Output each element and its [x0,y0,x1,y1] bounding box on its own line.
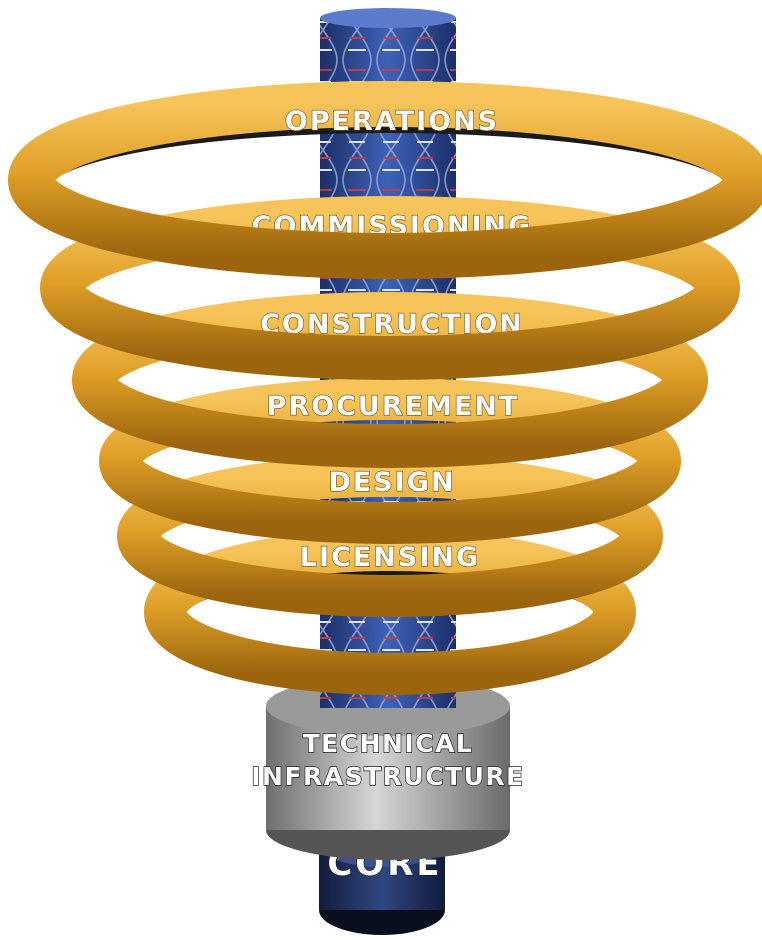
ring-procurement-label: PROCUREMENT [267,391,520,422]
ring-licensing: LICENSING [144,529,636,695]
column-top-face [320,8,456,28]
infrastructure-label-line2: INFRASTRUCTURE [251,762,525,791]
ring-procurement: PROCUREMENT [99,378,681,544]
ring-operations-label: OPERATIONS [285,106,499,137]
ring-operations: OPERATIONS [8,81,762,279]
ring-design-label: DESIGN [328,467,455,498]
ring-construction: CONSTRUCTION [72,292,708,468]
ring-design-body [117,455,663,617]
ring-commissioning-body [40,196,740,380]
ring-licensing-label: LICENSING [300,542,480,573]
ring-procurement-body [99,378,681,544]
infrastructure-label-line1: TECHNICAL [303,729,474,758]
ring-operations-body [8,81,762,279]
ring-licensing-body [144,529,636,695]
ring-construction-body [72,292,708,468]
ring-design: DESIGN [117,455,663,617]
